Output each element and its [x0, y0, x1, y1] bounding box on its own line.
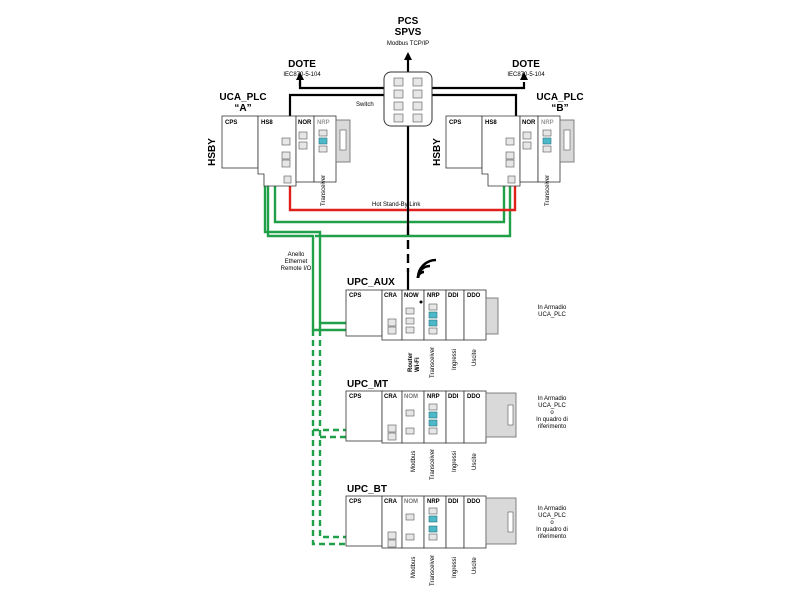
uca-a-sub: “A”	[234, 103, 251, 114]
svg-text:Uscite: Uscite	[472, 349, 478, 366]
uca-b-title: UCA_PLC	[536, 92, 583, 103]
svg-text:Modbus: Modbus	[411, 451, 417, 472]
svg-text:CPS: CPS	[449, 120, 461, 126]
svg-text:Uscite: Uscite	[472, 453, 478, 470]
svg-text:Transceiver: Transceiver	[430, 555, 436, 586]
svg-text:Transceiver: Transceiver	[430, 347, 436, 378]
svg-text:NRP: NRP	[427, 394, 440, 400]
pcs-subtitle: SPVS	[395, 27, 422, 38]
svg-text:CPS: CPS	[225, 120, 237, 126]
svg-text:DDO: DDO	[467, 499, 481, 505]
network-links	[288, 52, 528, 290]
svg-text:DDI: DDI	[448, 293, 459, 299]
svg-text:CPS: CPS	[349, 293, 361, 299]
svg-text:DDI: DDI	[448, 499, 459, 505]
uca-plc-a: UCA_PLC “A” HSBY CPS HS8 NOR NRP Transce…	[207, 92, 351, 206]
svg-text:In Armadio: In Armadio	[538, 396, 567, 402]
svg-text:Ethernet: Ethernet	[285, 259, 308, 265]
svg-text:riferimento: riferimento	[538, 534, 567, 540]
svg-text:NOR: NOR	[298, 120, 312, 126]
svg-text:DDO: DDO	[467, 394, 481, 400]
svg-text:NRP: NRP	[541, 120, 554, 126]
uca-plc-b: UCA_PLC “B” HSBY CPS HS8 NOR NRP Transce…	[432, 92, 584, 206]
svg-text:IEC870-5-104: IEC870-5-104	[283, 72, 321, 78]
switch-label: Switch	[356, 102, 374, 108]
dote-a: DOTE IEC870-5-104	[283, 59, 321, 78]
network-switch: Switch	[356, 71, 433, 127]
upc-bt-title: UPC_BT	[347, 484, 387, 495]
svg-text:IEC870-5-104: IEC870-5-104	[507, 72, 545, 78]
ring-label: Anello Ethernet Remote I/O	[281, 252, 312, 272]
svg-text:Transceiver: Transceiver	[430, 449, 436, 480]
svg-text:NOR: NOR	[522, 120, 536, 126]
upc-mt-title: UPC_MT	[347, 379, 388, 390]
svg-text:Transceiver: Transceiver	[545, 175, 551, 206]
dote-b: DOTE IEC870-5-104	[507, 59, 545, 78]
hsby-link-label: Hot Stand-By Link	[372, 202, 421, 208]
uca-b-hsby: HSBY	[432, 138, 443, 166]
svg-text:UCA_PLC: UCA_PLC	[538, 403, 566, 409]
wifi-icon	[416, 258, 437, 279]
svg-text:o: o	[550, 520, 554, 526]
svg-text:NOM: NOM	[404, 394, 418, 400]
upc-aux: UPC_AUX CPS CRA NOW NRP DDI DDO Router W…	[345, 277, 567, 378]
svg-text:NOM: NOM	[404, 499, 418, 505]
svg-text:Ingressi: Ingressi	[452, 349, 458, 370]
svg-text:DDI: DDI	[448, 394, 459, 400]
svg-text:NOW: NOW	[404, 293, 419, 299]
svg-text:Router: Router	[408, 352, 414, 372]
svg-text:CRA: CRA	[384, 394, 398, 400]
svg-text:Ingressi: Ingressi	[452, 557, 458, 578]
svg-text:Anello: Anello	[288, 252, 305, 258]
pcs-protocol: Modbus TCP/IP	[387, 41, 429, 47]
svg-text:UCA_PLC: UCA_PLC	[538, 312, 566, 318]
svg-text:o: o	[550, 410, 554, 416]
upc-mt: UPC_MT CPS CRA NOM NRP DDI DDO Modbus Tr…	[345, 379, 568, 480]
svg-text:CRA: CRA	[384, 293, 398, 299]
svg-text:HS8: HS8	[485, 120, 497, 126]
upc-bt: UPC_BT CPS CRA NOM NRP DDI DDO Modbus Tr…	[345, 484, 568, 586]
uca-b-sub: “B”	[551, 103, 568, 114]
upc-aux-title: UPC_AUX	[347, 277, 395, 288]
svg-text:Modbus: Modbus	[411, 557, 417, 578]
svg-text:NRP: NRP	[427, 293, 440, 299]
pcs-spvs: PCS SPVS Modbus TCP/IP	[387, 16, 429, 47]
uca-a-title: UCA_PLC	[219, 92, 266, 103]
hsby-link: Hot Stand-By Link	[288, 182, 517, 212]
svg-text:In quadro di: In quadro di	[536, 417, 568, 423]
svg-text:CRA: CRA	[384, 499, 398, 505]
svg-text:DDO: DDO	[467, 293, 481, 299]
pcs-title: PCS	[398, 16, 419, 27]
svg-text:In Armadio: In Armadio	[538, 506, 567, 512]
svg-text:Wi-Fi: Wi-Fi	[415, 357, 421, 372]
svg-text:In quadro di: In quadro di	[536, 527, 568, 533]
svg-text:Transceiver: Transceiver	[321, 175, 327, 206]
uca-a-hsby: HSBY	[207, 138, 218, 166]
svg-text:riferimento: riferimento	[538, 424, 567, 430]
svg-text:DOTE: DOTE	[512, 59, 540, 70]
svg-text:CPS: CPS	[349, 499, 361, 505]
svg-text:CPS: CPS	[349, 394, 361, 400]
svg-text:DOTE: DOTE	[288, 59, 316, 70]
svg-text:Ingressi: Ingressi	[452, 451, 458, 472]
svg-text:In Armadio: In Armadio	[538, 305, 567, 311]
svg-text:Remote I/O: Remote I/O	[281, 266, 312, 272]
svg-text:NRP: NRP	[427, 499, 440, 505]
svg-text:HS8: HS8	[261, 120, 273, 126]
svg-text:NRP: NRP	[317, 120, 330, 126]
svg-text:Uscite: Uscite	[472, 557, 478, 574]
svg-text:UCA_PLC: UCA_PLC	[538, 513, 566, 519]
